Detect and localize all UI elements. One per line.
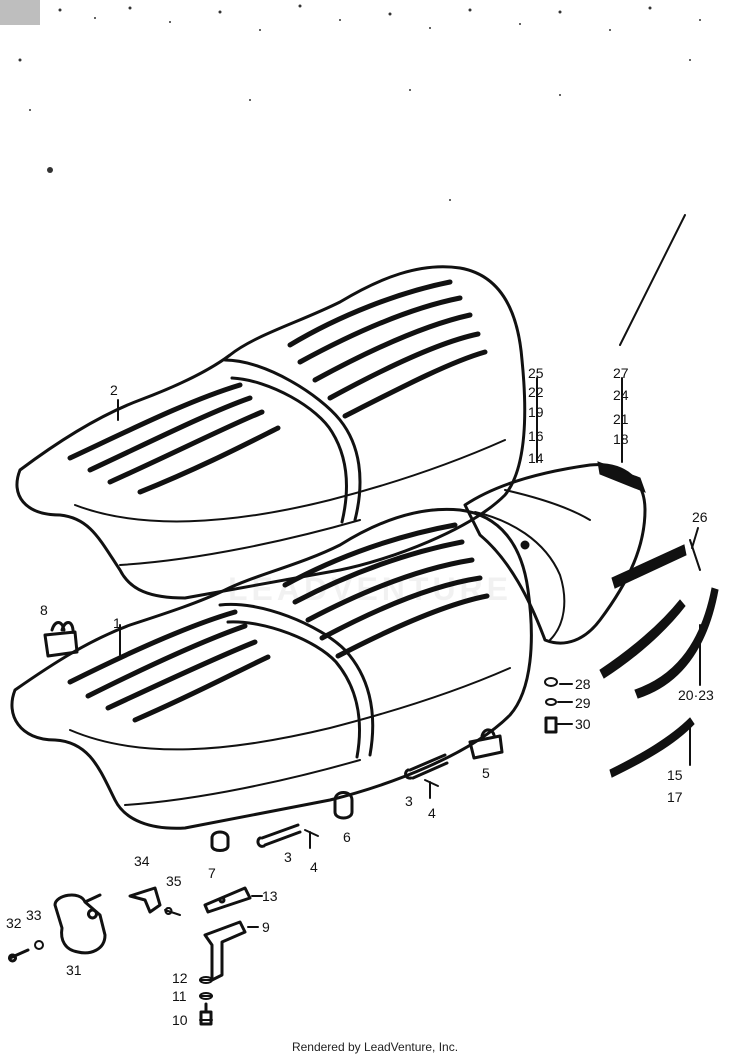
seat-lock-31 <box>53 893 107 955</box>
callout-12: 12 <box>172 970 188 986</box>
callout-3-right: 3 <box>405 793 413 809</box>
callout-32: 32 <box>6 915 22 931</box>
trim-strip-20-23 <box>634 587 719 699</box>
screw-35 <box>164 907 181 916</box>
tail-cowl <box>463 461 647 645</box>
callout-5: 5 <box>482 765 490 781</box>
callout-14: 14 <box>528 450 544 466</box>
scan-speckle <box>0 0 701 201</box>
callout-6: 6 <box>343 829 351 845</box>
callout-33: 33 <box>26 907 42 923</box>
nut-7 <box>210 830 230 852</box>
trim-strip-26 <box>611 544 687 589</box>
pin-3-left <box>256 823 302 848</box>
callout-11: 11 <box>172 988 187 1004</box>
callouts: 1 2 8 25 22 19 16 14 27 24 21 18 26 20·2… <box>6 365 714 1028</box>
washer-29 <box>545 698 557 706</box>
bolt-30 <box>544 716 558 734</box>
tail-emblem <box>597 461 646 493</box>
callout-25: 25 <box>528 365 544 381</box>
callout-26: 26 <box>692 509 708 525</box>
leader-lines <box>117 214 701 1021</box>
callout-21: 21 <box>613 411 629 427</box>
callout-34: 34 <box>134 853 150 869</box>
callout-27: 27 <box>613 365 629 381</box>
callout-24: 24 <box>613 387 629 403</box>
callout-22: 22 <box>528 384 544 400</box>
bolt-32 <box>8 948 30 963</box>
hinge-9 <box>203 920 247 982</box>
seat-upper-strap <box>223 358 362 524</box>
callout-4-left: 4 <box>310 859 318 875</box>
callout-30: 30 <box>575 716 591 732</box>
callout-28: 28 <box>575 676 591 692</box>
callout-31: 31 <box>66 962 82 978</box>
pin-3-right <box>404 753 449 780</box>
callout-29: 29 <box>575 695 591 711</box>
plate-13 <box>203 886 252 914</box>
seat-lower-strap <box>218 602 375 759</box>
seat-upper-ribs <box>67 279 488 495</box>
hardware <box>8 621 558 1026</box>
callout-13: 13 <box>262 888 278 904</box>
callout-1: 1 <box>113 615 121 631</box>
callout-15: 15 <box>667 767 683 783</box>
callout-19: 19 <box>528 404 544 420</box>
callout-7: 7 <box>208 865 216 881</box>
callout-35: 35 <box>166 873 182 889</box>
callout-20-23: 20·23 <box>678 687 714 703</box>
callout-16: 16 <box>528 428 544 444</box>
trim-strip-15-17 <box>609 717 695 778</box>
callout-10: 10 <box>172 1012 188 1028</box>
callout-17: 17 <box>667 789 683 805</box>
callout-8: 8 <box>40 602 48 618</box>
damper-6 <box>333 791 354 820</box>
nut-28 <box>544 677 558 687</box>
seat-lower-ribs <box>67 522 490 723</box>
seat-upper <box>15 265 527 600</box>
bracket-5 <box>468 728 504 760</box>
callout-2: 2 <box>110 382 118 398</box>
washer-33 <box>34 940 44 950</box>
callout-3-left: 3 <box>284 849 292 865</box>
trim-strips <box>599 539 719 778</box>
seat-lower <box>10 507 533 830</box>
footer-credit: Rendered by LeadVenture, Inc. <box>291 1040 459 1054</box>
bracket-8 <box>43 621 79 658</box>
callout-9: 9 <box>262 919 270 935</box>
callout-4-right: 4 <box>428 805 436 821</box>
bracket-34 <box>128 886 162 914</box>
callout-18: 18 <box>613 431 629 447</box>
trim-strip-upper <box>599 599 686 679</box>
